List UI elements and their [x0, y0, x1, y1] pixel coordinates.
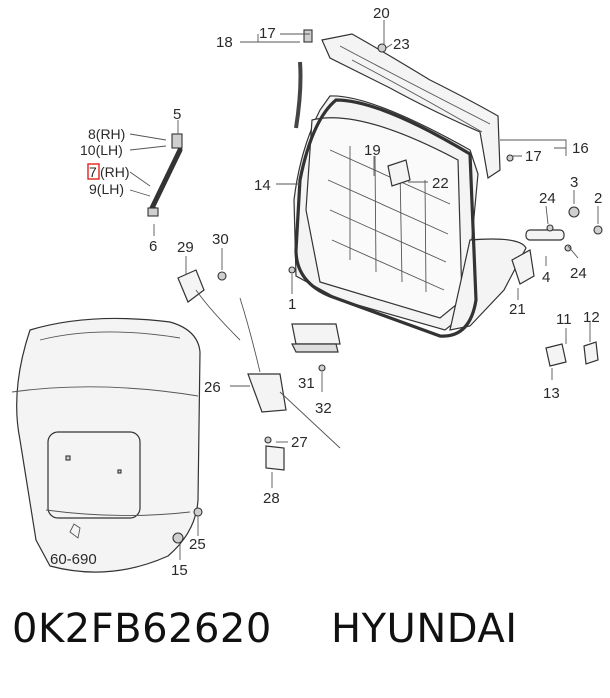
- callout-12: 12: [583, 309, 600, 326]
- callout-30: 30: [212, 231, 229, 248]
- callout-16: 16: [572, 140, 589, 157]
- callout-22: 22: [432, 175, 449, 192]
- callout-20: 20: [373, 5, 390, 22]
- callout-3: 3: [570, 174, 578, 191]
- callout-15: 15: [171, 562, 188, 579]
- callout-28: 28: [263, 490, 280, 507]
- callout-31: 31: [298, 375, 315, 392]
- gas-strut: [147, 133, 183, 217]
- callout-6: 6: [149, 238, 157, 255]
- callout-24a: 24: [539, 190, 556, 207]
- callout-26: 26: [204, 379, 221, 396]
- callout-2: 2: [594, 190, 602, 207]
- callout-17a: 17: [259, 25, 276, 42]
- latch-assembly: [177, 269, 341, 471]
- footer: 0K2FB62620 HYUNDAI: [12, 606, 602, 666]
- callout-18: 18: [216, 34, 233, 51]
- part-number: 0K2FB62620: [12, 606, 272, 652]
- callout-4: 4: [542, 269, 550, 286]
- callout-24b: 24: [570, 265, 587, 282]
- callout-8: 8(RH): [88, 126, 125, 142]
- highlight-box: [87, 163, 100, 180]
- callout-labels: 20 23 17 18 5 8(RH) 10(LH) 7 (RH) 9(LH) …: [50, 5, 602, 579]
- callout-32: 32: [315, 400, 332, 417]
- callout-21: 21: [509, 301, 526, 318]
- callout-1: 1: [288, 296, 296, 313]
- callout-23: 23: [393, 36, 410, 53]
- parts-exploded-diagram: 20 23 17 18 5 8(RH) 10(LH) 7 (RH) 9(LH) …: [11, 5, 603, 579]
- spoiler-garnish: [294, 29, 501, 180]
- brand-name: HYUNDAI: [331, 606, 518, 652]
- callout-11: 11: [556, 311, 572, 328]
- callout-19: 19: [364, 142, 381, 159]
- callout-7: 7: [89, 164, 97, 180]
- tailgate-outer-panel: [11, 317, 201, 573]
- callout-13: 13: [543, 385, 560, 402]
- callout-9: 9(LH): [89, 181, 124, 197]
- callout-7-rh: (RH): [100, 164, 130, 180]
- callout-25: 25: [189, 536, 206, 553]
- callout-14: 14: [254, 177, 271, 194]
- leader-lines: [129, 20, 599, 560]
- callout-5: 5: [173, 106, 181, 123]
- callout-29: 29: [177, 239, 194, 256]
- callout-60-690: 60-690: [50, 551, 97, 568]
- callout-17b: 17: [525, 148, 542, 165]
- door-inner-trim: [293, 95, 527, 331]
- fasteners: [172, 43, 603, 544]
- callout-10: 10(LH): [80, 142, 123, 158]
- weatherstrip: [294, 98, 478, 338]
- callout-27: 27: [291, 434, 308, 451]
